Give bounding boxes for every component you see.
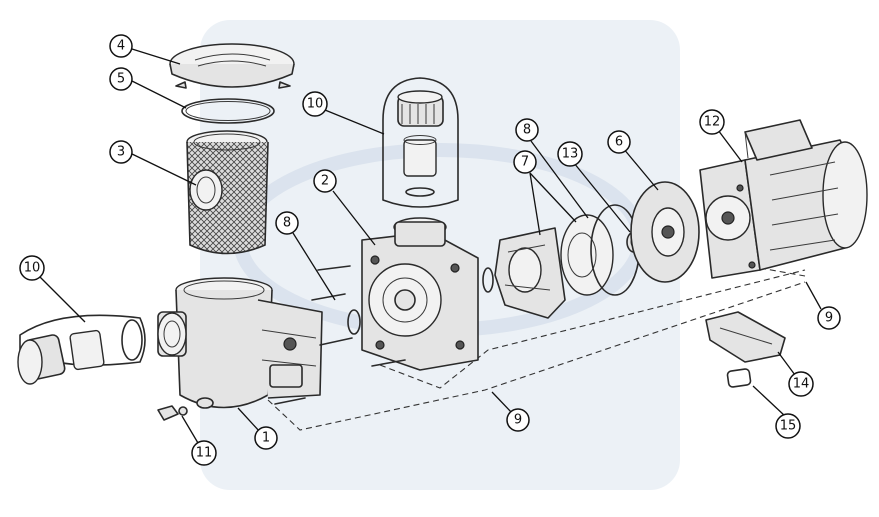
part-clip	[726, 368, 752, 388]
part-impeller	[482, 227, 566, 319]
callout-label: 5	[117, 72, 125, 87]
callout-label: 10	[307, 97, 324, 112]
part-bolts-left	[274, 265, 406, 405]
callout-4: 4	[109, 34, 133, 58]
callout-label: 9	[825, 311, 833, 326]
part-seal-plate	[630, 181, 700, 283]
callout-label: 15	[780, 419, 797, 434]
callout-14: 14	[788, 371, 814, 397]
part-diffuser	[560, 214, 614, 296]
callout-8-left: 8	[275, 211, 299, 235]
callout-9-bottom: 9	[506, 408, 530, 432]
part-union-top	[382, 77, 459, 208]
part-lid-oring	[181, 98, 275, 124]
part-union-left	[17, 314, 146, 385]
callout-3: 3	[109, 140, 133, 164]
callout-label: 14	[793, 377, 810, 392]
callout-13: 13	[557, 141, 583, 167]
callout-label: 8	[283, 216, 291, 231]
part-volute-body	[361, 217, 479, 371]
callout-5: 5	[109, 67, 133, 91]
part-strainer-basket	[186, 130, 269, 255]
callout-1: 1	[254, 426, 278, 450]
callout-label: 8	[523, 123, 531, 138]
callout-2: 2	[313, 169, 337, 193]
part-drain-plug	[157, 405, 188, 421]
assembly-guide-lines	[267, 267, 806, 431]
part-pump-housing	[157, 277, 323, 409]
callout-9-right: 9	[817, 306, 841, 330]
callout-11: 11	[191, 440, 217, 466]
callout-label: 7	[521, 155, 529, 170]
callout-label: 1	[262, 431, 270, 446]
callout-10-left: 10	[19, 255, 45, 281]
part-lid	[169, 43, 295, 89]
part-motor	[699, 119, 868, 279]
callout-label: 10	[24, 261, 41, 276]
callout-7: 7	[513, 150, 537, 174]
callout-8-right: 8	[515, 118, 539, 142]
callout-6: 6	[607, 130, 631, 154]
leader-lines	[38, 48, 822, 444]
callout-label: 11	[196, 446, 213, 461]
callout-label: 9	[514, 413, 522, 428]
callout-label: 4	[117, 39, 125, 54]
callout-12: 12	[699, 109, 725, 135]
callout-label: 13	[562, 147, 579, 162]
callout-10-top: 10	[302, 91, 328, 117]
callout-label: 12	[704, 115, 721, 130]
callout-label: 2	[321, 174, 329, 189]
callout-label: 3	[117, 145, 125, 160]
callout-15: 15	[775, 413, 801, 439]
part-motor-mount	[705, 311, 786, 363]
callout-label: 6	[615, 135, 623, 150]
